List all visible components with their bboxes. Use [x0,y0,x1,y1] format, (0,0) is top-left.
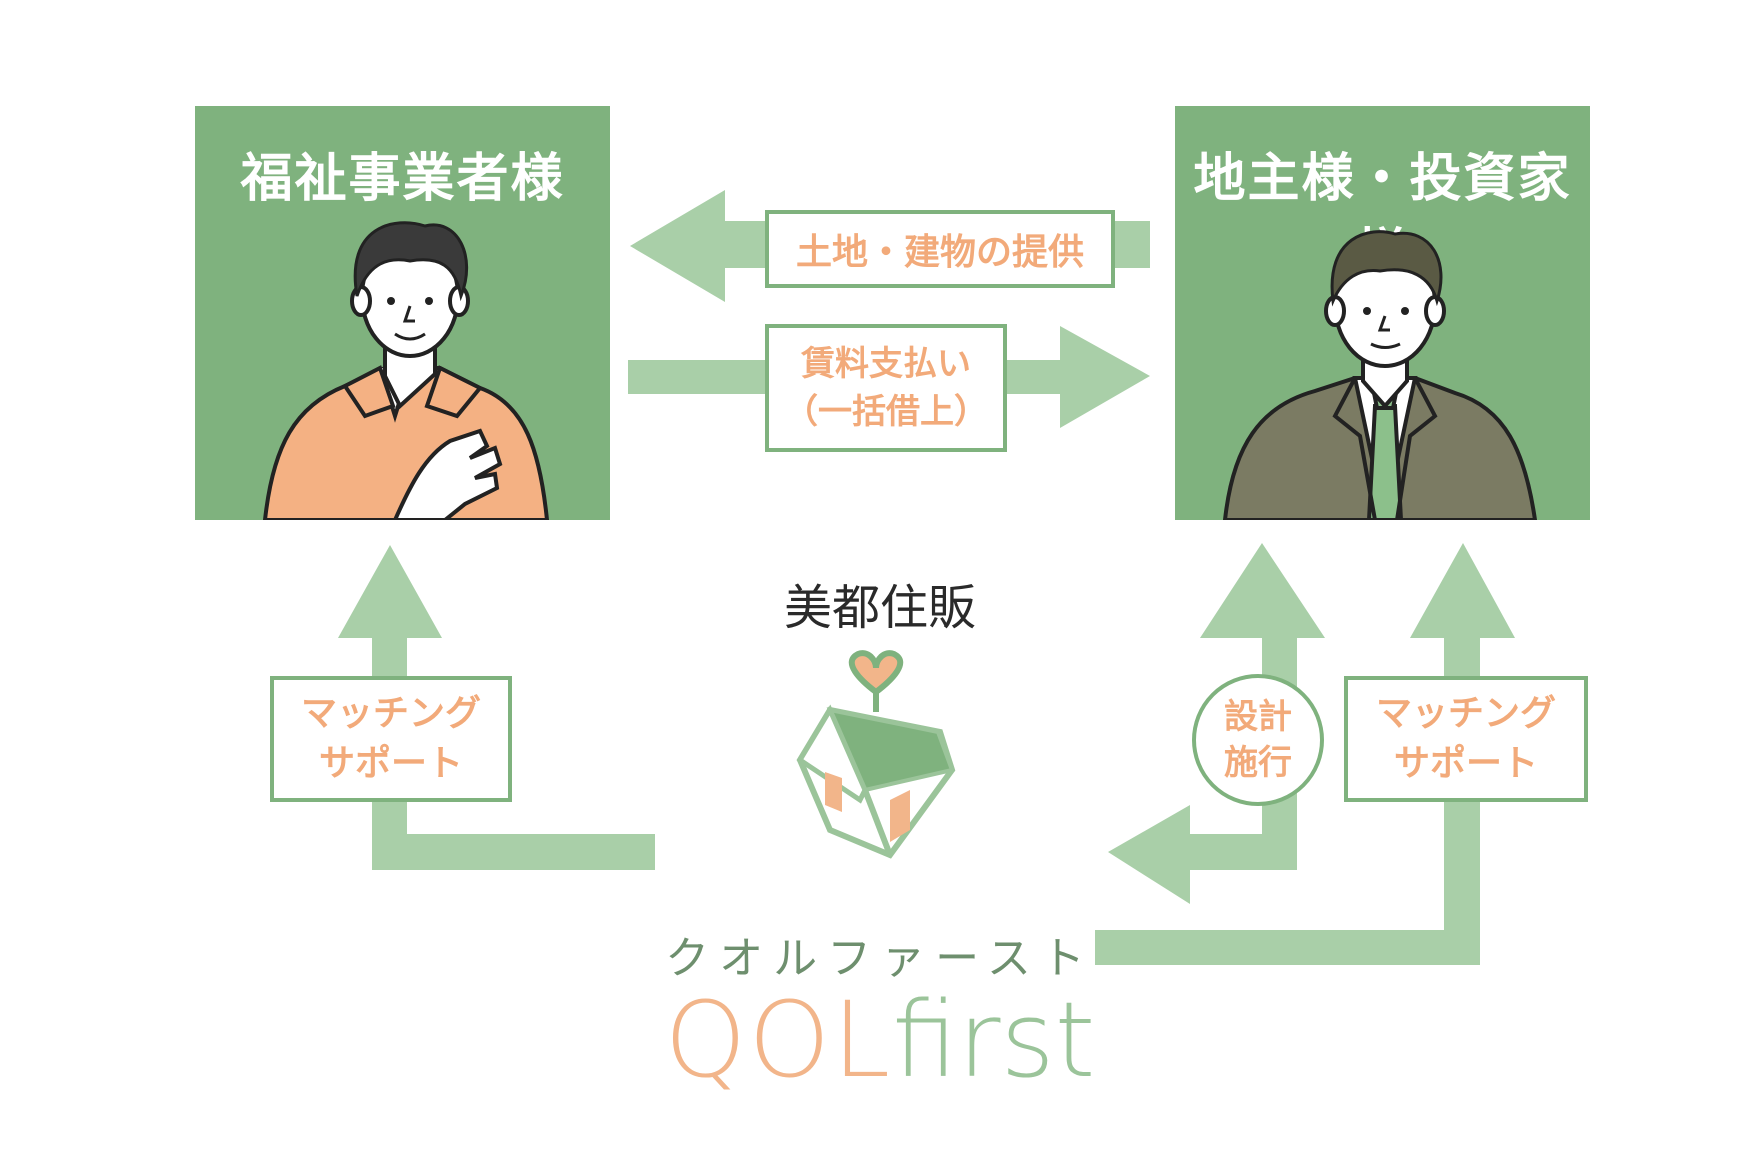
label-rent-line1: 賃料支払い [801,344,971,384]
label-left-support-line2: サポート [318,743,463,784]
label-right-support-line1: マッチング [1375,693,1556,734]
welfare-operator-person-illustration [262,221,550,520]
welfare-operator-title: 福祉事業者様 [240,149,565,209]
label-design-line2: 施行 [1224,743,1292,783]
arrow-right-support-up [1095,543,1515,965]
label-rent-payment: 賃料支払い （一括借上） [765,324,1007,452]
company-name: 美都住販 [783,580,976,636]
landowner-investor-panel: 地主様・投資家様 [1175,106,1590,520]
label-land-building-text: 土地・建物の提供 [795,232,1084,273]
label-right-matching-support: マッチング サポート [1344,676,1588,802]
welfare-operator-panel: 福祉事業者様 [195,106,610,520]
brand-logo-text: QOLfirst [640,988,1120,1092]
label-design-construction: 設計 施行 [1192,674,1324,806]
arrow-design-up [1108,543,1325,904]
brand-kana: クオルファースト [665,933,1095,984]
brand-qol: QOL [664,979,893,1101]
label-left-support-line1: マッチング [300,693,481,734]
label-left-matching-support: マッチング サポート [270,676,512,802]
label-right-support-line2: サポート [1393,743,1538,784]
label-rent-line2: （一括借上） [784,392,988,432]
landowner-investor-person-illustration [1222,230,1538,520]
house-logo-icon [796,650,956,859]
brand-first: first [892,979,1096,1101]
label-land-building: 土地・建物の提供 [765,210,1115,288]
arrow-left-support-up [338,545,655,870]
label-design-line1: 設計 [1224,697,1292,737]
